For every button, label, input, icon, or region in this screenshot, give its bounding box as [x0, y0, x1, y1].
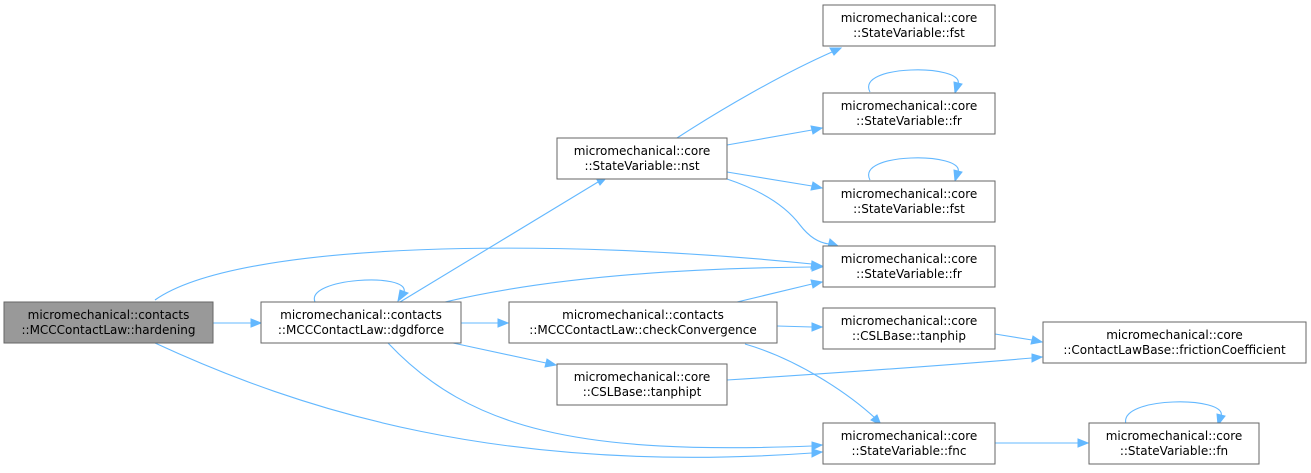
edge-nst-fst-mid	[726, 171, 813, 187]
node-label-line-1: micromechanical::core	[841, 252, 978, 266]
edge-nst-fr-top	[726, 129, 813, 146]
edge-hardening-dgdforce-arrow	[250, 318, 263, 328]
edge-hardening-fnc-arrow	[811, 448, 824, 458]
node-label-line-1: micromechanical::contacts	[280, 308, 442, 322]
edge-fnc-fn-arrow	[1077, 438, 1090, 448]
node-statevariable-nst[interactable]: micromechanical::core ::StateVariable::n…	[556, 137, 728, 180]
node-label-line-1: micromechanical::core	[841, 187, 978, 201]
node-label-line-1: micromechanical::contacts	[28, 308, 190, 322]
node-label-line-2: ::StateVariable::fr	[856, 114, 962, 128]
edge-nst-fr-mid	[726, 178, 830, 245]
node-label-line-2: ::StateVariable::fst	[853, 26, 965, 40]
edge-nst-fst-mid-arrow	[810, 181, 824, 191]
edge-tanphipt-frictioncoefficient-arrow	[1031, 353, 1044, 363]
node-mcccontactlaw-dgdforce[interactable]: micromechanical::contacts ::MCCContactLa…	[260, 301, 462, 344]
edge-checkconvergence-tanphip-arrow	[811, 322, 824, 332]
node-label-line-1: micromechanical::core	[841, 314, 978, 328]
node-contactlawbase-frictioncoefficient[interactable]: micromechanical::core ::ContactLawBase::…	[1042, 321, 1307, 364]
node-label-line-1: micromechanical::core	[1106, 429, 1243, 443]
node-label-line-1: micromechanical::contacts	[562, 308, 724, 322]
node-label-line-1: micromechanical::core	[574, 370, 711, 384]
edge-dgdforce-self-arrow	[397, 289, 409, 303]
edge-dgdforce-fr-mid-arrow	[811, 262, 824, 272]
node-cslbase-tanphip[interactable]: micromechanical::core ::CSLBase::tanphip	[822, 307, 996, 350]
edge-checkconvergence-fnc	[744, 343, 876, 419]
node-label-line-2: ::MCCContactLaw::dgdforce	[278, 323, 444, 337]
edge-nst-fst-top	[676, 51, 833, 139]
node-statevariable-fnc[interactable]: micromechanical::core ::StateVariable::f…	[822, 422, 996, 465]
edge-checkconvergence-fr-mid-arrow	[810, 279, 824, 289]
node-mcccontactlaw-checkconvergence[interactable]: micromechanical::contacts ::MCCContactLa…	[508, 301, 778, 344]
node-statevariable-fr-top[interactable]: micromechanical::core ::StateVariable::f…	[822, 92, 996, 135]
node-label-line-1: micromechanical::core	[841, 429, 978, 443]
node-statevariable-fst-mid[interactable]: micromechanical::core ::StateVariable::f…	[822, 180, 996, 223]
edge-dgdforce-self	[314, 279, 405, 303]
edge-nst-fst-top-arrow	[829, 47, 843, 56]
edge-dgdforce-checkconvergence-arrow	[497, 318, 510, 328]
node-label-line-2: ::StateVariable::fnc	[852, 444, 967, 458]
node-label-line-2: ::CSLBase::tanphip	[852, 329, 966, 343]
edge-dgdforce-fnc	[387, 342, 813, 449]
edge-tanphip-frictioncoefficient-arrow	[1030, 335, 1044, 345]
node-label-line-2: ::StateVariable::fst	[853, 202, 965, 216]
edge-fr-top-self-arrow	[953, 81, 963, 95]
node-label-line-1: micromechanical::core	[841, 11, 978, 25]
edge-dgdforce-tanphipt-arrow	[544, 358, 558, 368]
edge-tanphipt-frictioncoefficient	[726, 357, 1033, 381]
node-label-line-1: micromechanical::core	[574, 144, 711, 158]
nodes-layer: micromechanical::contacts ::MCCContactLa…	[3, 4, 1307, 465]
node-label-line-2: ::ContactLawBase::frictionCoefficient	[1063, 343, 1286, 357]
edge-fn-self-arrow	[1216, 413, 1226, 427]
edge-dgdforce-fnc-arrow	[811, 441, 824, 451]
node-label-line-1: micromechanical::core	[1106, 328, 1243, 342]
edge-nst-fr-top-arrow	[810, 125, 824, 135]
edge-fn-self	[1125, 401, 1222, 425]
edge-dgdforce-nst	[399, 181, 599, 303]
edge-dgdforce-fr-mid	[444, 266, 813, 303]
edge-tanphip-frictioncoefficient	[994, 333, 1033, 341]
edge-checkconvergence-tanphip	[776, 325, 813, 328]
node-statevariable-fr-mid[interactable]: micromechanical::core ::StateVariable::f…	[822, 245, 996, 288]
edges-layer	[154, 47, 1226, 458]
edge-checkconvergence-fr-mid	[736, 283, 813, 303]
node-label-line-2: ::StateVariable::fn	[1120, 444, 1228, 458]
node-label-line-2: ::StateVariable::nst	[584, 159, 699, 173]
node-statevariable-fn[interactable]: micromechanical::core ::StateVariable::f…	[1088, 422, 1260, 465]
edge-dgdforce-tanphipt	[452, 342, 547, 364]
node-label-line-2: ::MCCContactLaw::checkConvergence	[529, 323, 756, 337]
edge-fst-mid-self-arrow	[953, 169, 963, 183]
node-statevariable-fst-top[interactable]: micromechanical::core ::StateVariable::f…	[822, 4, 996, 47]
edge-fr-top-self	[868, 69, 959, 93]
node-cslbase-tanphipt[interactable]: micromechanical::core ::CSLBase::tanphip…	[556, 363, 728, 406]
node-mcccontactlaw-hardening[interactable]: micromechanical::contacts ::MCCContactLa…	[3, 301, 214, 344]
edge-hardening-fr-mid	[154, 247, 813, 301]
edge-hardening-fnc	[154, 342, 813, 458]
node-label-line-2: ::CSLBase::tanphipt	[583, 385, 702, 399]
edge-fst-mid-self	[868, 157, 959, 181]
node-label-line-1: micromechanical::core	[841, 99, 978, 113]
node-label-line-2: ::StateVariable::fr	[856, 267, 962, 281]
node-label-line-2: ::MCCContactLaw::hardening	[21, 323, 195, 337]
